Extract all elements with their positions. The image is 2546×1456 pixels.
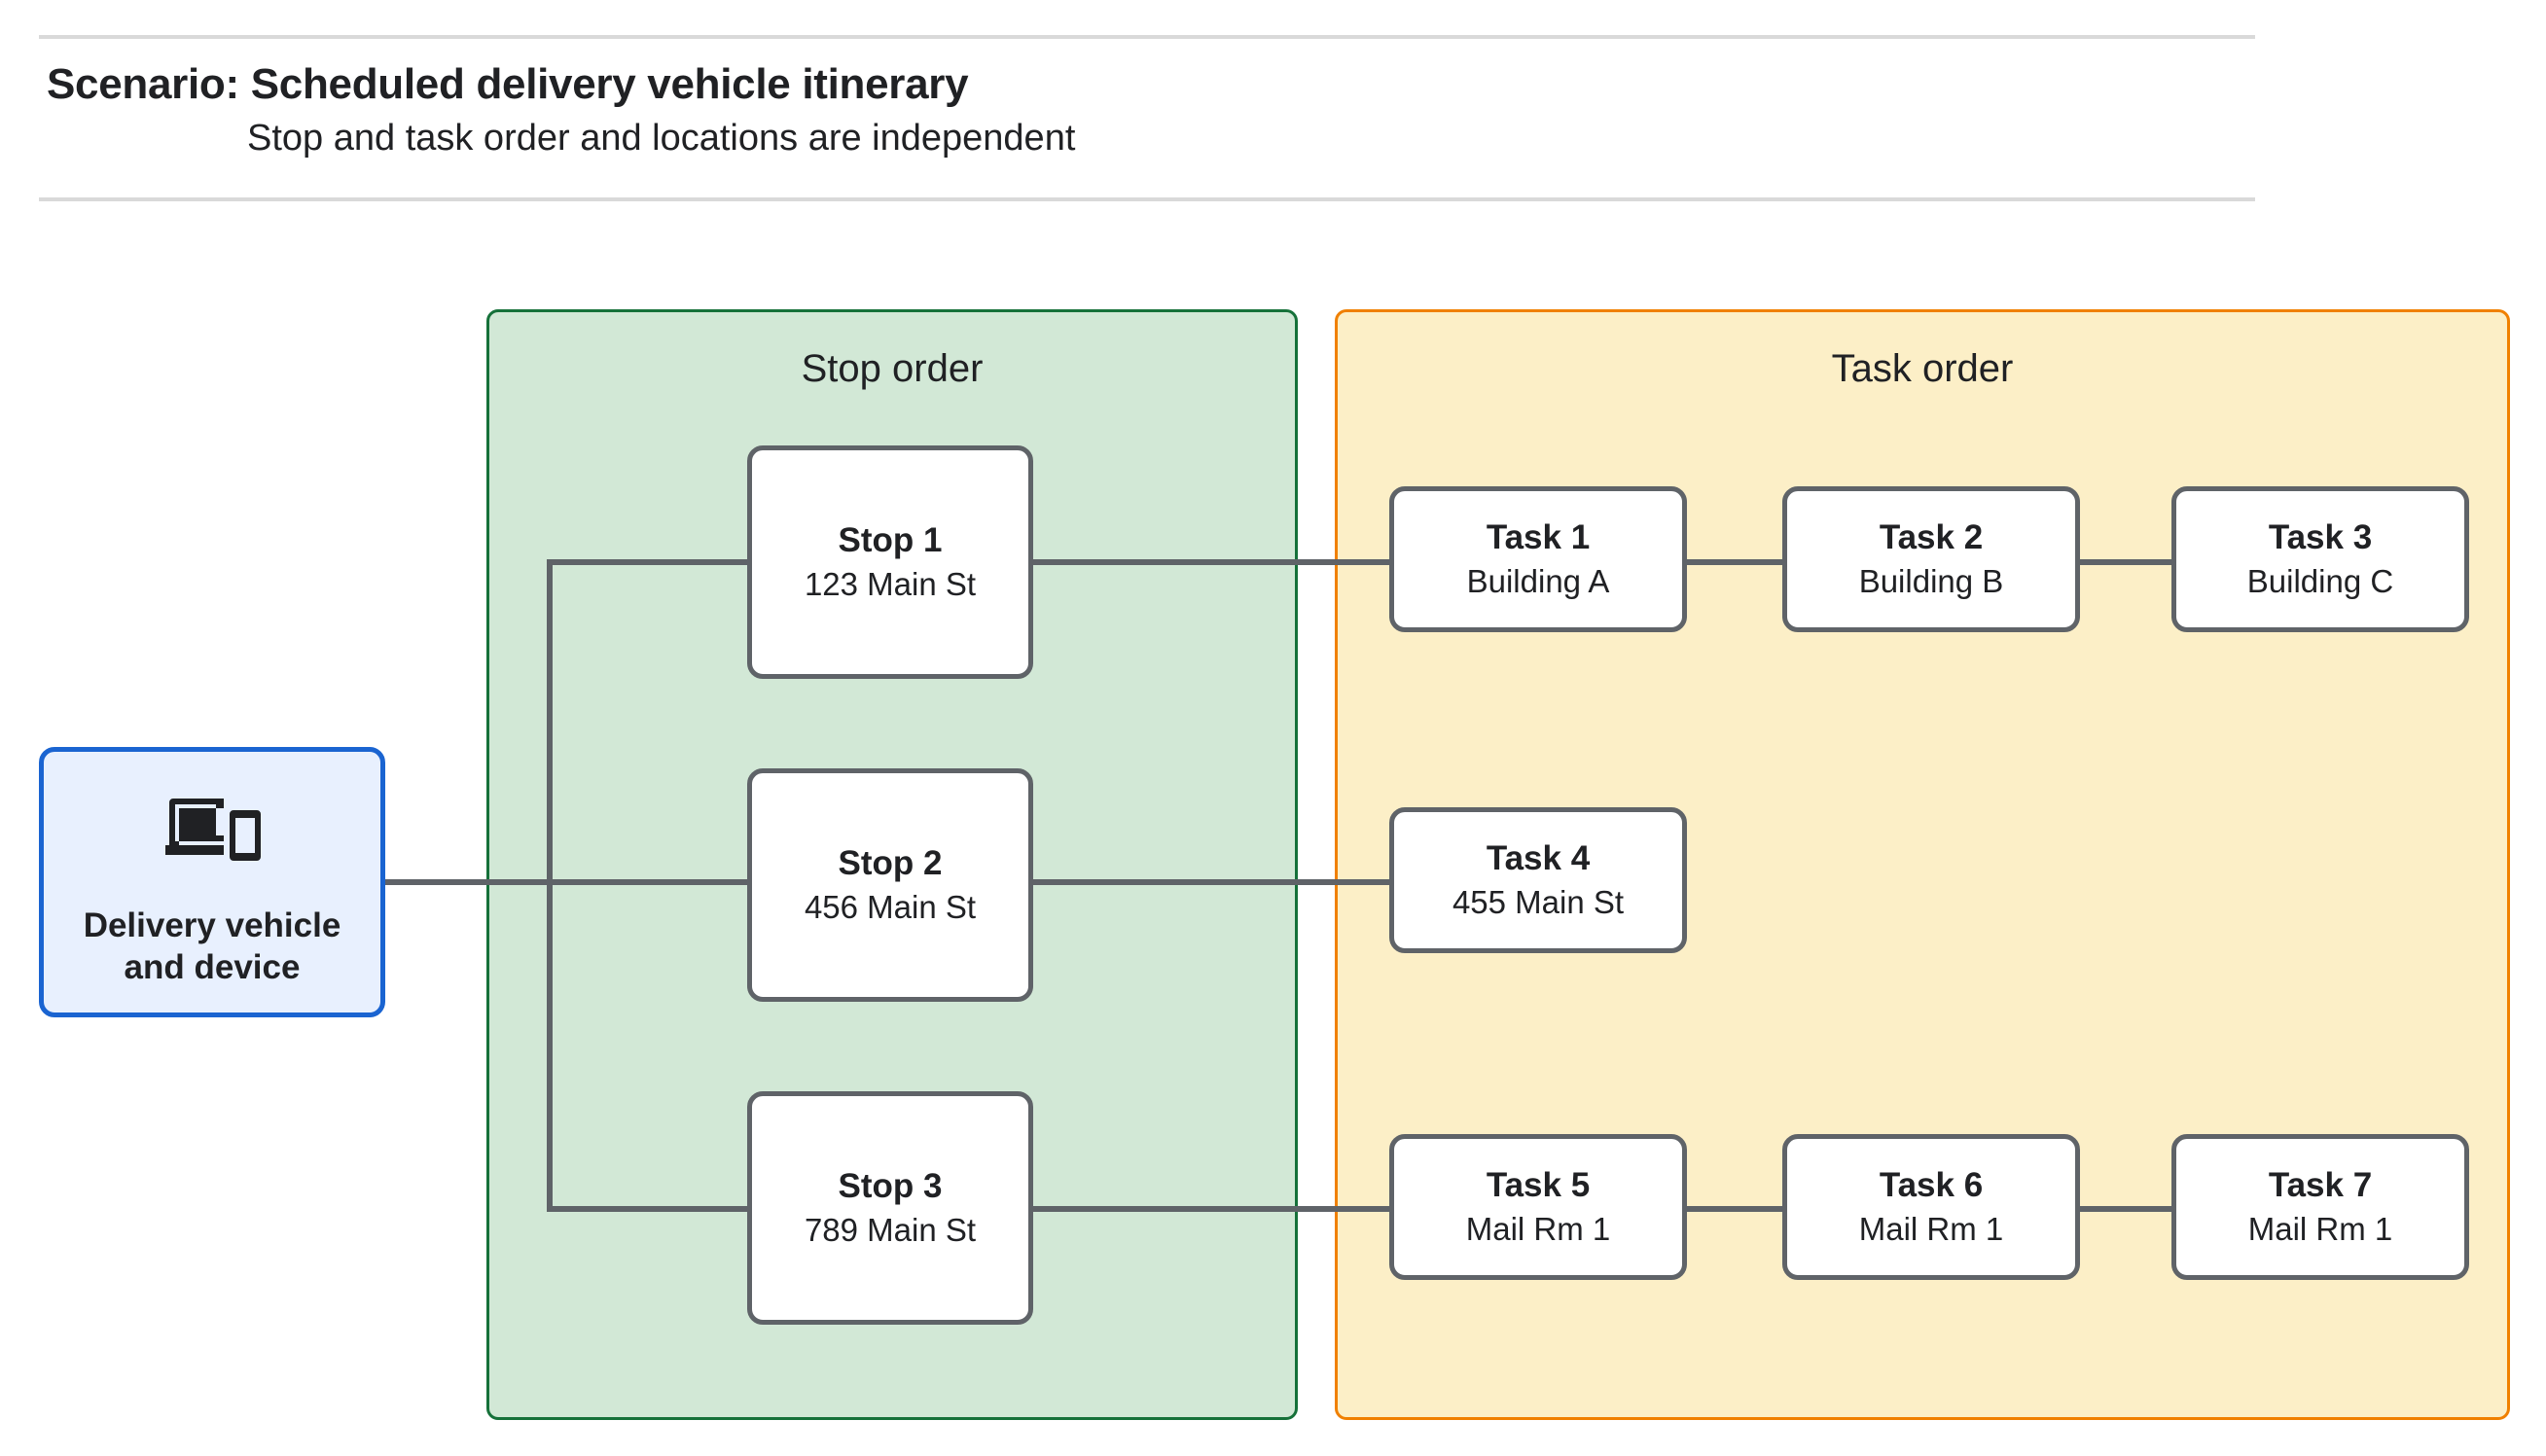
stop-node-1[interactable]: Stop 1 123 Main St — [747, 445, 1033, 679]
stop-node-1-location: 123 Main St — [804, 566, 977, 603]
task-node-6[interactable]: Task 6 Mail Rm 1 — [1782, 1134, 2080, 1280]
task-node-2-title: Task 2 — [1879, 517, 1984, 556]
stop-node-2-location: 456 Main St — [804, 889, 977, 926]
connector-trunk-to-stop-3 — [547, 1206, 753, 1212]
connector-task-2-to-task-3 — [2070, 559, 2177, 565]
stop-node-3-location: 789 Main St — [804, 1212, 977, 1249]
task-node-1-location: Building A — [1466, 563, 1610, 600]
task-node-4-title: Task 4 — [1486, 838, 1591, 877]
task-node-1-title: Task 1 — [1486, 517, 1591, 556]
stop-node-3[interactable]: Stop 3 789 Main St — [747, 1091, 1033, 1325]
task-node-5-location: Mail Rm 1 — [1465, 1211, 1611, 1248]
task-node-3[interactable]: Task 3 Building C — [2171, 486, 2469, 632]
task-node-1[interactable]: Task 1 Building A — [1389, 486, 1687, 632]
page-title: Scenario: Scheduled delivery vehicle iti… — [47, 60, 969, 108]
stop-order-lane-title: Stop order — [801, 347, 984, 390]
task-node-3-title: Task 3 — [2268, 517, 2373, 556]
task-node-5-title: Task 5 — [1486, 1165, 1591, 1204]
stop-node-2[interactable]: Stop 2 456 Main St — [747, 768, 1033, 1002]
connector-stop-3-to-task-5 — [1026, 1206, 1396, 1212]
task-node-5[interactable]: Task 5 Mail Rm 1 — [1389, 1134, 1687, 1280]
connector-trunk-to-stop-1 — [547, 559, 753, 565]
connector-task-1-to-task-2 — [1681, 559, 1788, 565]
connector-task-5-to-task-6 — [1681, 1206, 1788, 1212]
task-node-4-location: 455 Main St — [1452, 884, 1625, 921]
task-node-3-location: Building C — [2246, 563, 2394, 600]
delivery-vehicle-device-node[interactable]: Delivery vehicle and device — [39, 747, 385, 1017]
header-divider-bottom — [39, 197, 2255, 201]
connector-trunk-vertical — [547, 559, 553, 1212]
header-divider-top — [39, 35, 2255, 39]
device-node-label: Delivery vehicle and device — [83, 906, 341, 986]
connector-device-to-trunk — [385, 879, 553, 885]
task-node-6-title: Task 6 — [1879, 1165, 1984, 1204]
task-node-7-title: Task 7 — [2268, 1165, 2373, 1204]
connector-task-6-to-task-7 — [2070, 1206, 2177, 1212]
task-order-lane-title: Task order — [1831, 347, 2014, 390]
task-node-6-location: Mail Rm 1 — [1858, 1211, 2004, 1248]
page-subtitle: Stop and task order and locations are in… — [247, 118, 1076, 159]
connector-stop-2-to-task-4 — [1026, 879, 1396, 885]
stop-node-3-title: Stop 3 — [838, 1166, 943, 1205]
task-node-7-location: Mail Rm 1 — [2247, 1211, 2393, 1248]
task-node-7[interactable]: Task 7 Mail Rm 1 — [2171, 1134, 2469, 1280]
stop-node-2-title: Stop 2 — [838, 843, 943, 882]
connector-stop-1-to-task-1 — [1026, 559, 1396, 565]
task-node-2[interactable]: Task 2 Building B — [1782, 486, 2080, 632]
stop-node-1-title: Stop 1 — [838, 520, 943, 559]
connector-trunk-to-stop-2 — [547, 879, 753, 885]
devices-icon — [165, 799, 261, 861]
task-node-2-location: Building B — [1858, 563, 2004, 600]
task-node-4[interactable]: Task 4 455 Main St — [1389, 807, 1687, 953]
